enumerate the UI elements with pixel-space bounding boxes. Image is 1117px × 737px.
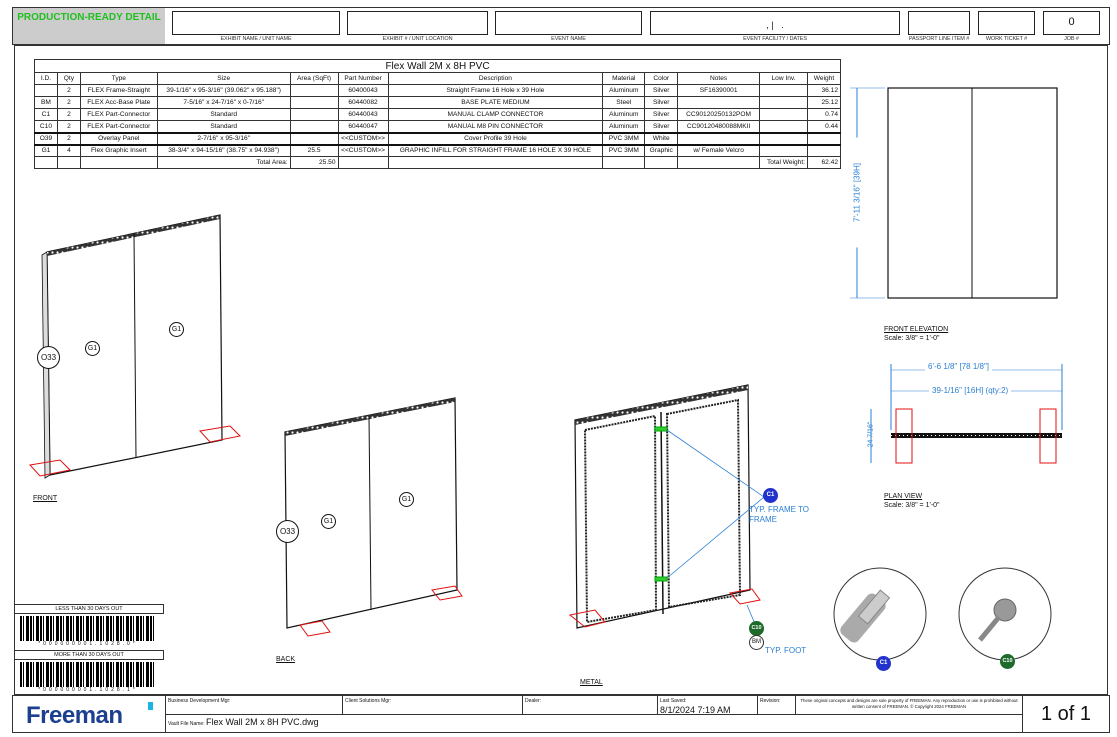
metal-view-label: METAL: [580, 679, 603, 686]
exhibit-name-label: EXHIBIT NAME / UNIT NAME: [220, 36, 292, 42]
bom-cell: PVC 3MM: [602, 143, 646, 157]
c10-photo-tag: C10: [1000, 654, 1015, 669]
o33-tag: O33: [276, 520, 299, 543]
last-saved-cell: Last Saved:8/1/2024 7:19 AM: [658, 696, 758, 715]
status-label: PRODUCTION-READY DETAIL: [13, 8, 165, 44]
note-typ-foot: TYP. FOOT: [765, 646, 807, 655]
c1-tag: C1: [763, 488, 778, 503]
front-elevation-label: FRONT ELEVATION: [884, 326, 949, 333]
dealer-cell: Dealer:: [523, 696, 658, 715]
front-view: [29, 214, 242, 479]
bm-tag: BM: [749, 635, 764, 650]
job-number-field: 0: [1043, 11, 1100, 35]
depth-dimension: 24 7/16": [867, 421, 875, 448]
barcode-text: *000000001.1028.0*: [38, 641, 138, 647]
event-facility-label: EVENT FACILITY / DATES: [743, 36, 807, 42]
work-ticket-label: WORK TICKET #: [985, 36, 1028, 42]
exhibit-location-label: EXHIBIT # / UNIT LOCATION: [382, 36, 453, 42]
plan-view-label: PLAN VIEW: [884, 493, 923, 500]
c1-connector-photo: [833, 567, 927, 661]
last-saved-value: 8/1/2024 7:19 AM: [660, 705, 731, 715]
front-elevation: [850, 87, 1058, 299]
back-view: [284, 397, 463, 637]
total-weight: 62.42: [807, 156, 841, 169]
barcode-image: [20, 616, 156, 641]
plan-view: [870, 364, 1063, 464]
title-block-footer: Freeman Business Development Mgr: Client…: [12, 695, 1110, 733]
barcode-label: LESS THAN 30 DAYS OUT: [14, 604, 164, 614]
drawing-area: [14, 45, 1108, 695]
plan-view-scale: Scale: 3/8" = 1'-0": [884, 502, 940, 509]
overall-width-dimension: 6'-6 1/8" [78 1/8"]: [925, 362, 993, 371]
exhibit-name-field: [172, 11, 340, 35]
barcode-image: [20, 662, 156, 687]
vault-file-cell: Vault File Name: Flex Wall 2M x 8H PVC.d…: [166, 715, 1023, 732]
vault-file-name: Flex Wall 2M x 8H PVC.dwg: [205, 717, 319, 727]
barcode-text: *000000001.1028.1*: [38, 687, 138, 693]
frame-width-dimension: 39-1/16" [16H] (qty:2): [929, 386, 1012, 395]
g1-tag: G1: [85, 341, 100, 356]
barcode-label: MORE THAN 30 DAYS OUT: [14, 650, 164, 660]
bom-cell: BM: [34, 96, 58, 109]
g1-tag: G1: [169, 322, 184, 337]
revision-cell: Revision:: [758, 696, 796, 715]
page-number: 1 of 1: [1040, 703, 1092, 725]
event-name-field: [495, 11, 642, 35]
back-view-label: BACK: [276, 656, 296, 663]
event-name-label: EVENT NAME: [551, 36, 586, 42]
freeman-logo: Freeman: [13, 696, 166, 732]
height-dimension: 7'-11 3/16" [39H]: [852, 137, 862, 248]
total-weight-label: Total Weight:: [759, 156, 808, 169]
front-view-label: FRONT: [33, 495, 58, 502]
passport-label: PASSPORT LINE ITEM #: [908, 36, 970, 42]
g1-tag: G1: [399, 492, 414, 507]
front-elevation-scale: Scale: 3/8" = 1'-0": [884, 335, 940, 342]
metal-view: [568, 384, 765, 629]
o33-tag: O33: [37, 346, 60, 369]
copyright-notice: These original concepts and designs are …: [796, 696, 1023, 715]
passport-field: [908, 11, 970, 35]
g1-tag: G1: [321, 514, 336, 529]
work-ticket-field: [978, 11, 1035, 35]
event-facility-field: , | .: [650, 11, 900, 35]
exhibit-location-field: [347, 11, 488, 35]
total-area-label: Total Area:: [156, 156, 291, 169]
c10-connector-photo: [958, 567, 1052, 661]
note-frame-to-frame: TYP. FRAME TO FRAME: [749, 505, 810, 524]
job-number-label: JOB #: [1064, 36, 1079, 42]
c1-photo-tag: C1: [876, 656, 891, 671]
client-solutions-cell: Client Solutions Mgr:: [343, 696, 523, 715]
c10-tag: C10: [749, 621, 764, 636]
business-dev-cell: Business Development Mgr:: [166, 696, 343, 715]
